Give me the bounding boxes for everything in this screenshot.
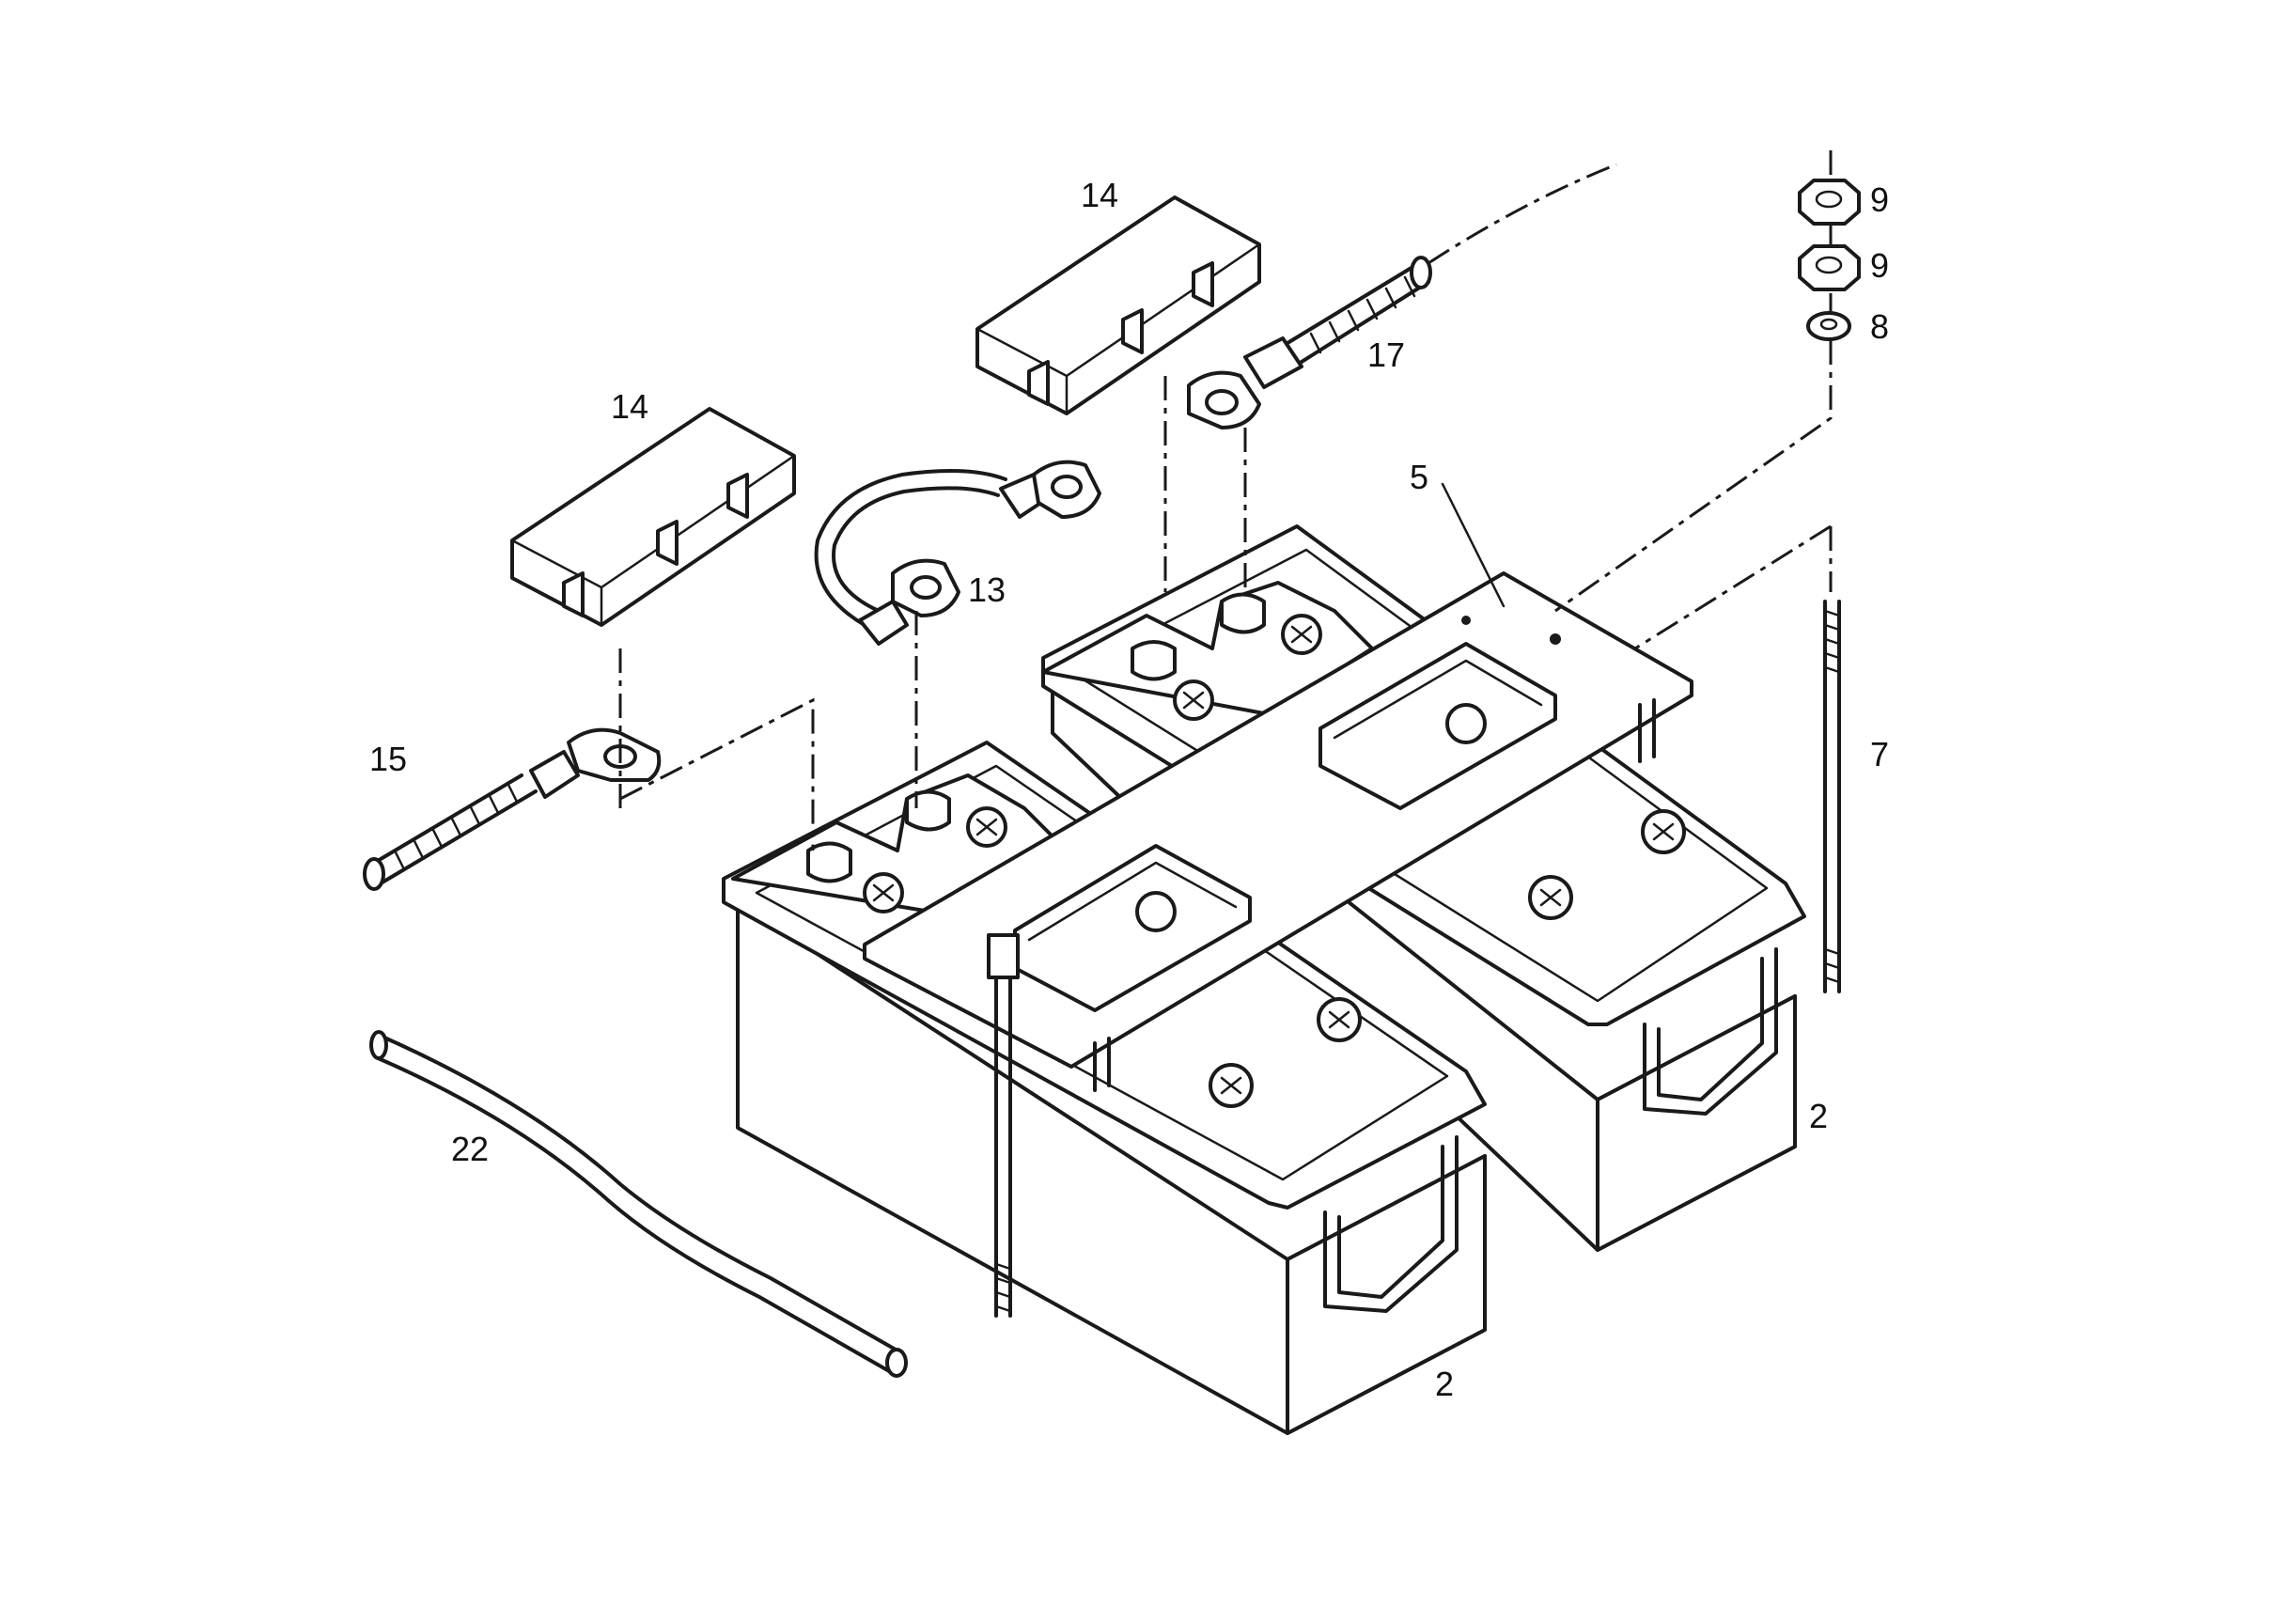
vent-cap <box>1641 809 1686 854</box>
vent-cap <box>1173 679 1214 721</box>
negative-cable <box>363 727 662 891</box>
callout-vent-hose: 22 <box>451 1130 489 1168</box>
vent-cap <box>1528 875 1573 920</box>
vent-cap <box>863 872 904 914</box>
hold-down-plate <box>863 571 1693 1092</box>
vent-hose <box>369 1030 908 1378</box>
terminal-post <box>1220 592 1266 634</box>
vent-cap <box>1281 614 1322 655</box>
callout-washer: 8 <box>1870 307 1889 346</box>
terminal-cover-right <box>975 195 1261 415</box>
callout-cover-left: 14 <box>611 387 648 426</box>
callout-tie-rod: 7 <box>1870 735 1889 773</box>
terminal-post <box>1131 640 1177 681</box>
callout-nut-top: 9 <box>1870 180 1889 219</box>
leader-lines <box>1441 482 1506 608</box>
terminal-post <box>806 841 852 883</box>
tie-rod <box>1823 600 1841 993</box>
jumper-cable <box>814 460 1101 646</box>
terminal-cover-left <box>510 407 796 627</box>
positive-cable <box>1187 256 1432 429</box>
nut <box>1798 179 1861 226</box>
callout-hold-down-plate: 5 <box>1410 458 1428 496</box>
callout-positive-cable: 17 <box>1367 336 1405 374</box>
terminal-post <box>905 789 951 832</box>
vent-cap <box>966 806 1007 848</box>
assembly-lines <box>618 150 1833 851</box>
vent-cap <box>1317 997 1362 1042</box>
callout-nut-middle: 9 <box>1870 246 1889 285</box>
washer <box>1806 311 1851 341</box>
callout-battery-rear: 2 <box>1809 1097 1828 1135</box>
nut <box>1798 244 1861 291</box>
tie-rod-front <box>987 933 1020 1318</box>
callout-battery-front: 2 <box>1435 1365 1454 1403</box>
callout-cover-right: 14 <box>1081 176 1118 214</box>
vent-cap <box>1209 1063 1254 1108</box>
callout-negative-cable: 15 <box>369 740 407 778</box>
callout-jumper-cable: 13 <box>968 570 1006 609</box>
